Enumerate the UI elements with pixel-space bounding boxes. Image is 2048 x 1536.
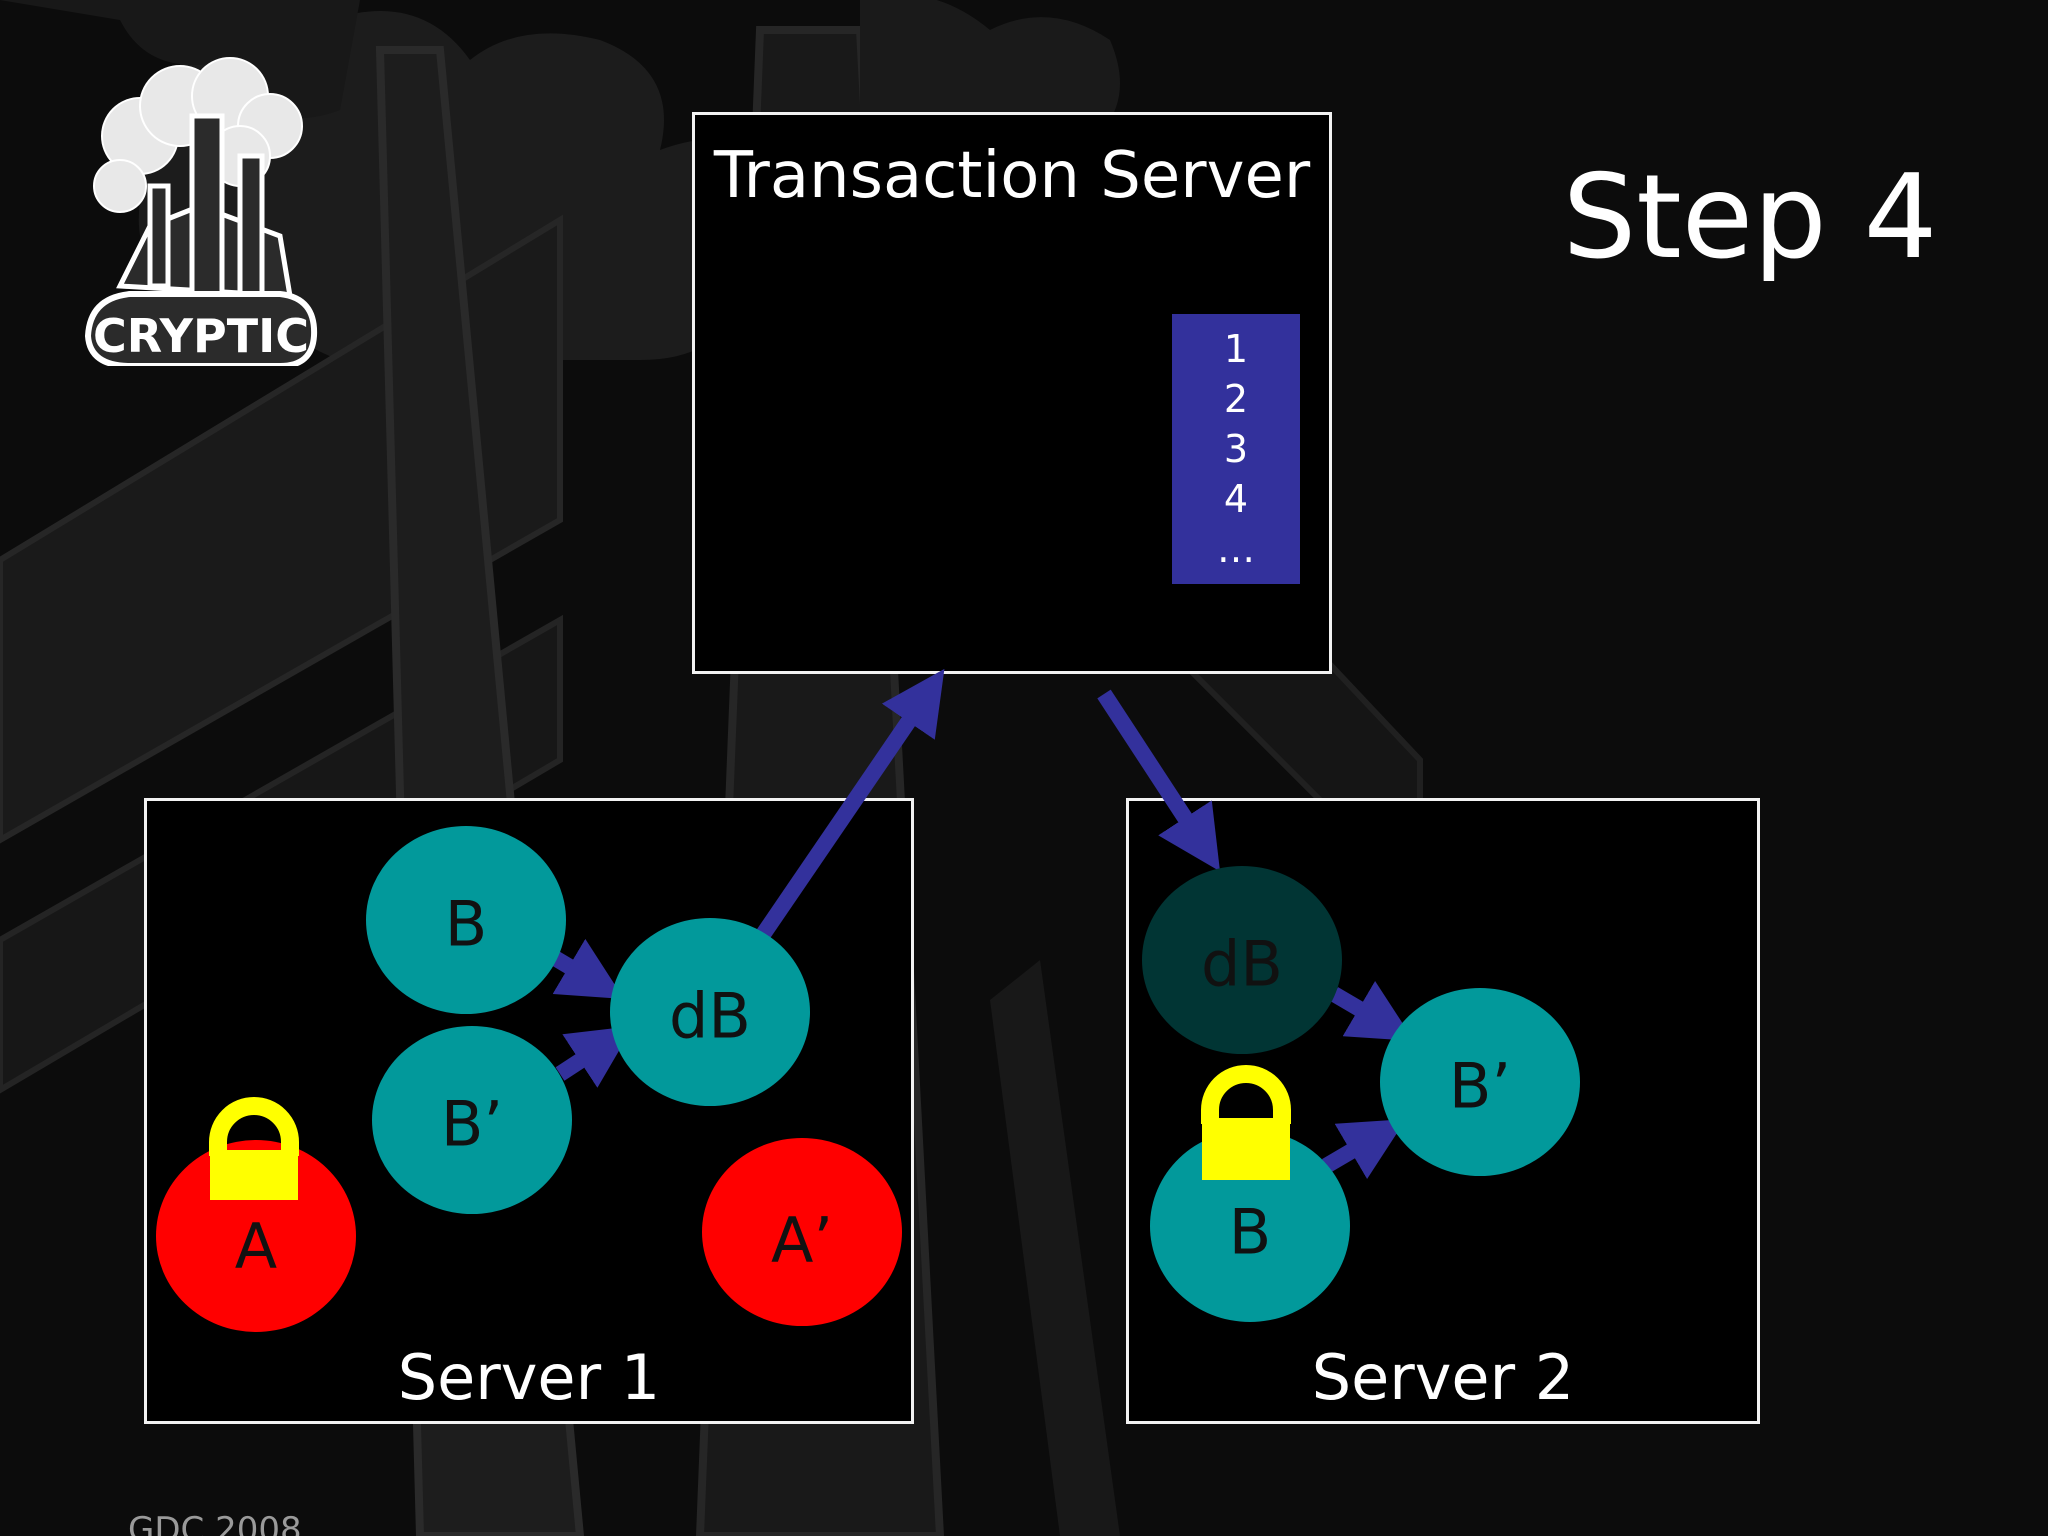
queue-item: 2	[1223, 377, 1249, 421]
queue-item: 1	[1223, 327, 1249, 371]
queue-item: 4	[1223, 477, 1249, 521]
transaction-queue: 1 2 3 4 …	[1172, 314, 1300, 584]
server2-label: Server 2	[1311, 1341, 1575, 1414]
queue-item: 3	[1223, 427, 1249, 471]
transaction-server-title: Transaction Server	[713, 139, 1311, 213]
step-title: Step 4	[1562, 150, 1938, 285]
server2-box: Server 2	[1126, 798, 1760, 1424]
queue-item: …	[1217, 527, 1255, 571]
server1-box: Server 1	[144, 798, 914, 1424]
footer-text: GDC 2008	[128, 1510, 302, 1536]
logo-text: CRYPTIC	[93, 309, 309, 363]
server1-label: Server 1	[397, 1341, 661, 1414]
cryptic-logo: CRYPTIC	[84, 57, 318, 366]
